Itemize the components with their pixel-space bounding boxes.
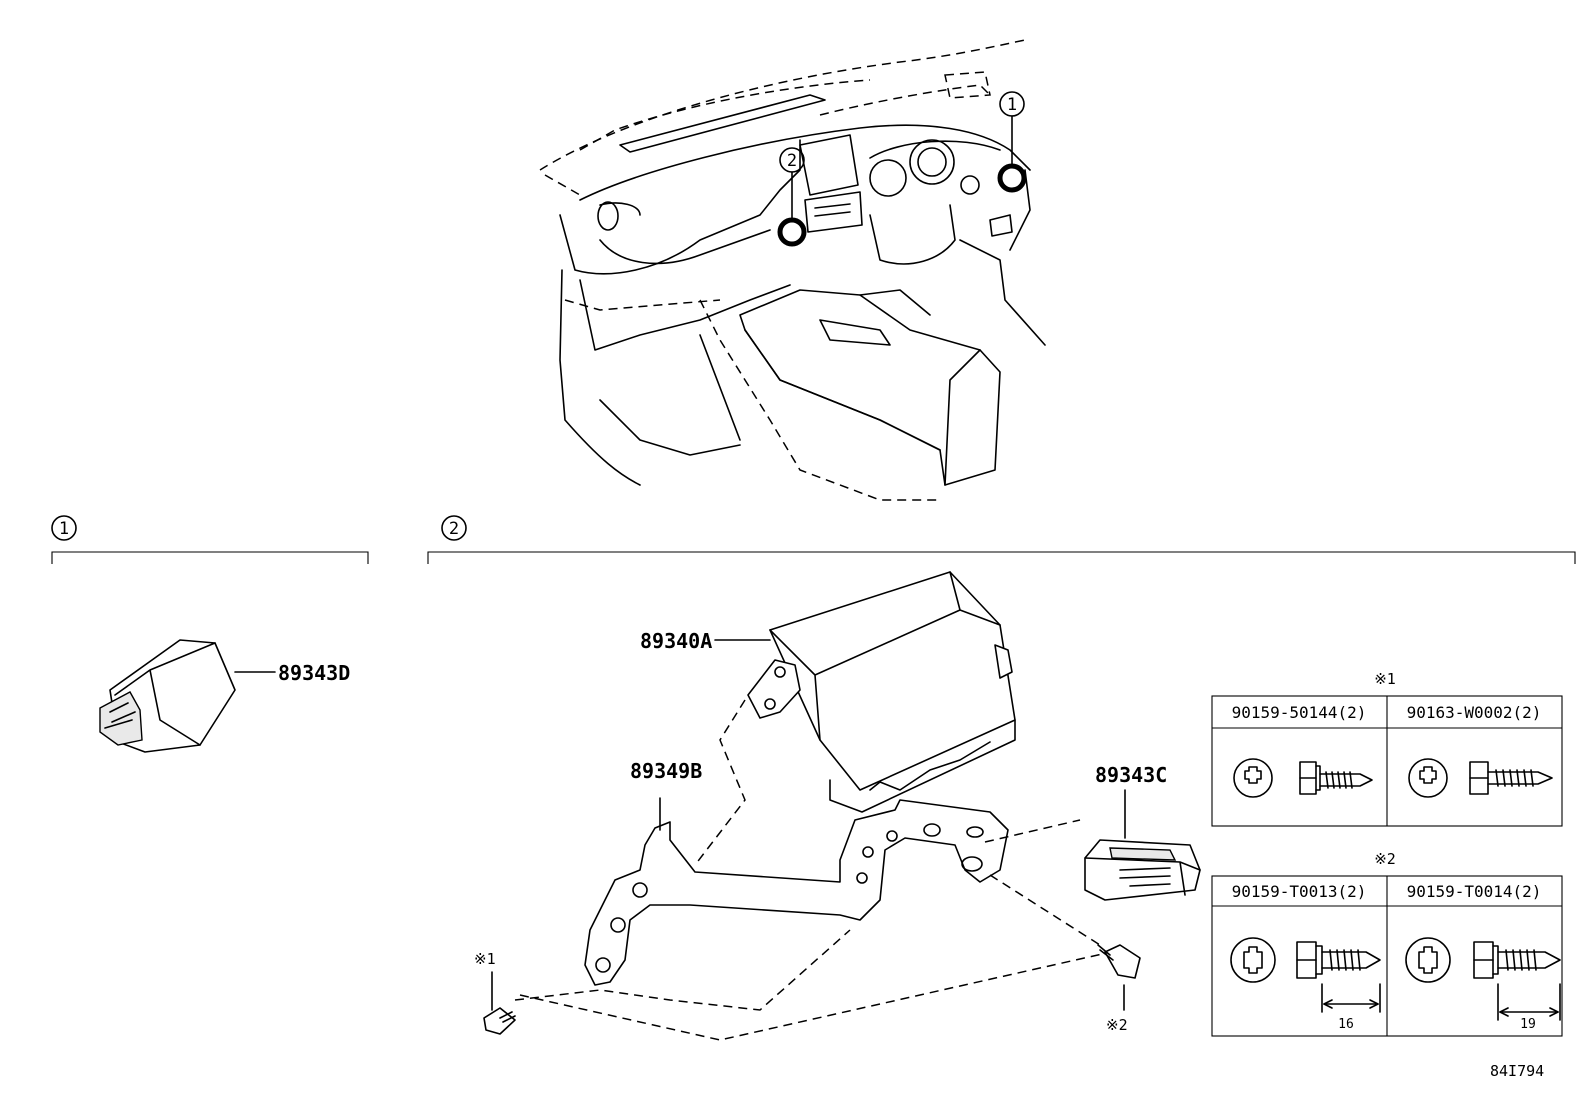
relay-89343D: 89343D: [99, 639, 350, 753]
part-label-89343C: 89343C: [1095, 763, 1167, 787]
dashboard-illustration: 2 1: [539, 39, 1046, 501]
table-2-dim-2: 19: [1520, 1017, 1536, 1032]
location-marker-1: [997, 163, 1027, 193]
callout-2-top: 2: [787, 151, 797, 171]
table-2-col-1: 90159-T0013(2): [1232, 882, 1367, 901]
connector-89343C: 89343C: [984, 763, 1201, 901]
table-1-col-2: 90163-W0002(2): [1407, 703, 1542, 722]
table-1-col-1: 90159-50144(2): [1232, 703, 1367, 722]
part-label-89343D: 89343D: [278, 661, 350, 685]
bracket-89349B: 89349B: [584, 759, 1009, 986]
fastener-table-2: ※2 90159-T0013(2) 90159-T0014(2) 16 19: [1211, 850, 1563, 1037]
callout-1-section: 1: [59, 519, 69, 539]
table-2-header: ※2: [1374, 850, 1396, 868]
callout-1-top: 1: [1007, 95, 1017, 115]
table-2-col-2: 90159-T0014(2): [1407, 882, 1542, 901]
ecu-89340A: 89340A: [640, 571, 1016, 866]
table-1-header: ※1: [1374, 670, 1396, 688]
bolt-mark-2: ※2: [1106, 1016, 1128, 1034]
table-2-dim-1: 16: [1338, 1017, 1354, 1032]
callout-2-section: 2: [449, 519, 459, 539]
bolt-mark-1: ※1: [474, 950, 496, 968]
section-2-header: 2: [427, 515, 1576, 564]
part-label-89349B: 89349B: [630, 759, 702, 783]
part-label-89340A: 89340A: [640, 629, 712, 653]
section-1-header: 1: [51, 515, 369, 564]
bolt-note1: ※1: [474, 929, 1121, 1041]
location-marker-2: [777, 217, 807, 247]
bolt-note2: ※2: [989, 874, 1141, 1034]
fastener-table-1: ※1 90159-50144(2) 90163-W0002(2): [1211, 670, 1563, 827]
diagram-code: 84I794: [1490, 1062, 1544, 1080]
